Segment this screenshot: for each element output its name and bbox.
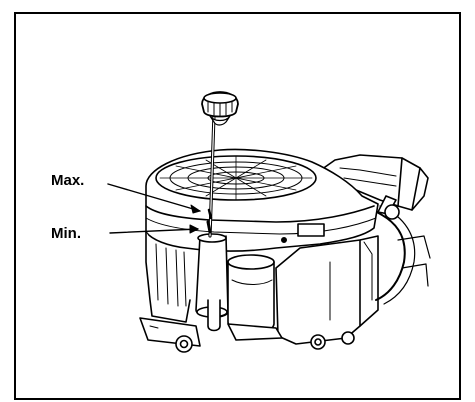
engine-block-right [275,235,379,350]
callout-max-arrow [107,183,201,214]
shroud-label-plate [297,223,325,237]
dipstick [206,112,216,238]
max-level-label: Max. [51,172,85,189]
min-level-label: Min. [51,225,81,242]
engine-block-left [139,231,201,353]
engine-cables [371,195,431,305]
shroud-bolt [280,237,287,244]
shroud-grille [155,155,317,201]
dipstick-tube [195,233,229,332]
callout-min-arrow [109,224,199,234]
dipstick-cap-icon [201,91,239,126]
engine-bowl [227,254,283,341]
